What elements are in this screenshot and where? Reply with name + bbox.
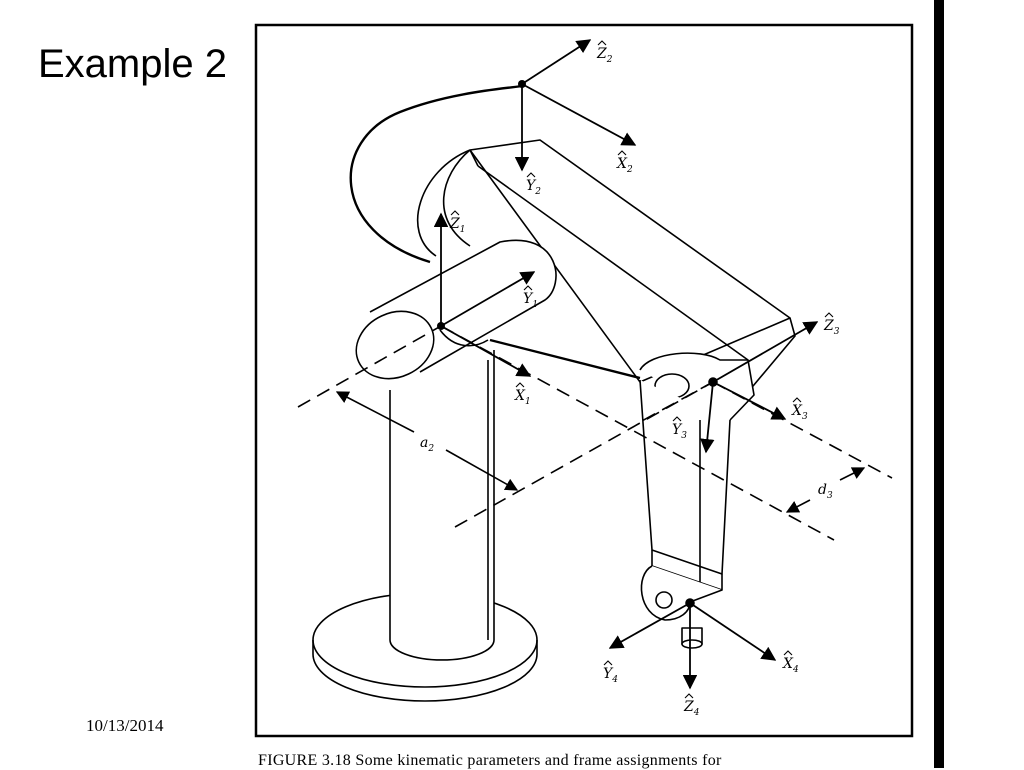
base-column bbox=[389, 350, 495, 661]
robot-drawing bbox=[312, 84, 796, 702]
dashed-construction-lines bbox=[297, 325, 893, 541]
axis-x2 bbox=[521, 83, 637, 146]
dim-a2-right bbox=[445, 449, 519, 491]
label-hats bbox=[450, 40, 834, 699]
slide-title: Example 2 bbox=[38, 42, 227, 86]
label-x4: X4 bbox=[782, 656, 799, 675]
axis-y1 bbox=[440, 271, 536, 327]
figure-caption: FIGURE 3.18 Some kinematic parameters an… bbox=[258, 752, 722, 769]
label-z2: Z2 bbox=[596, 46, 613, 65]
dim-d3-top bbox=[839, 467, 866, 481]
axis-x4 bbox=[689, 602, 777, 661]
right-edge-bar bbox=[934, 0, 944, 768]
axis-z2 bbox=[521, 39, 592, 85]
label-z3: Z3 bbox=[823, 318, 840, 337]
label-z1: Z1 bbox=[449, 216, 465, 235]
label-y1: Y1 bbox=[523, 291, 538, 310]
label-y4: Y4 bbox=[603, 666, 618, 685]
dim-a2-left bbox=[335, 391, 415, 433]
axis-z3 bbox=[712, 321, 819, 383]
figure-frame bbox=[254, 23, 914, 738]
label-x2: X2 bbox=[616, 156, 633, 175]
axis-y4 bbox=[608, 602, 691, 649]
elbow-hub bbox=[639, 352, 755, 421]
dimension-arrows bbox=[335, 391, 866, 513]
label-y3: Y3 bbox=[672, 422, 687, 441]
label-a2: a2 bbox=[420, 435, 434, 454]
slide-date: 10/13/2014 bbox=[86, 716, 164, 735]
axis-y3 bbox=[700, 381, 715, 454]
link-arc bbox=[349, 84, 523, 264]
link-body bbox=[442, 139, 796, 393]
dim-d3-bottom bbox=[785, 499, 811, 513]
wrist bbox=[640, 565, 723, 649]
label-x1: X1 bbox=[514, 388, 531, 407]
label-z4: Z4 bbox=[683, 699, 700, 718]
label-d3: d3 bbox=[818, 482, 833, 501]
label-y2: Y2 bbox=[526, 178, 541, 197]
label-x3: X3 bbox=[791, 403, 808, 422]
